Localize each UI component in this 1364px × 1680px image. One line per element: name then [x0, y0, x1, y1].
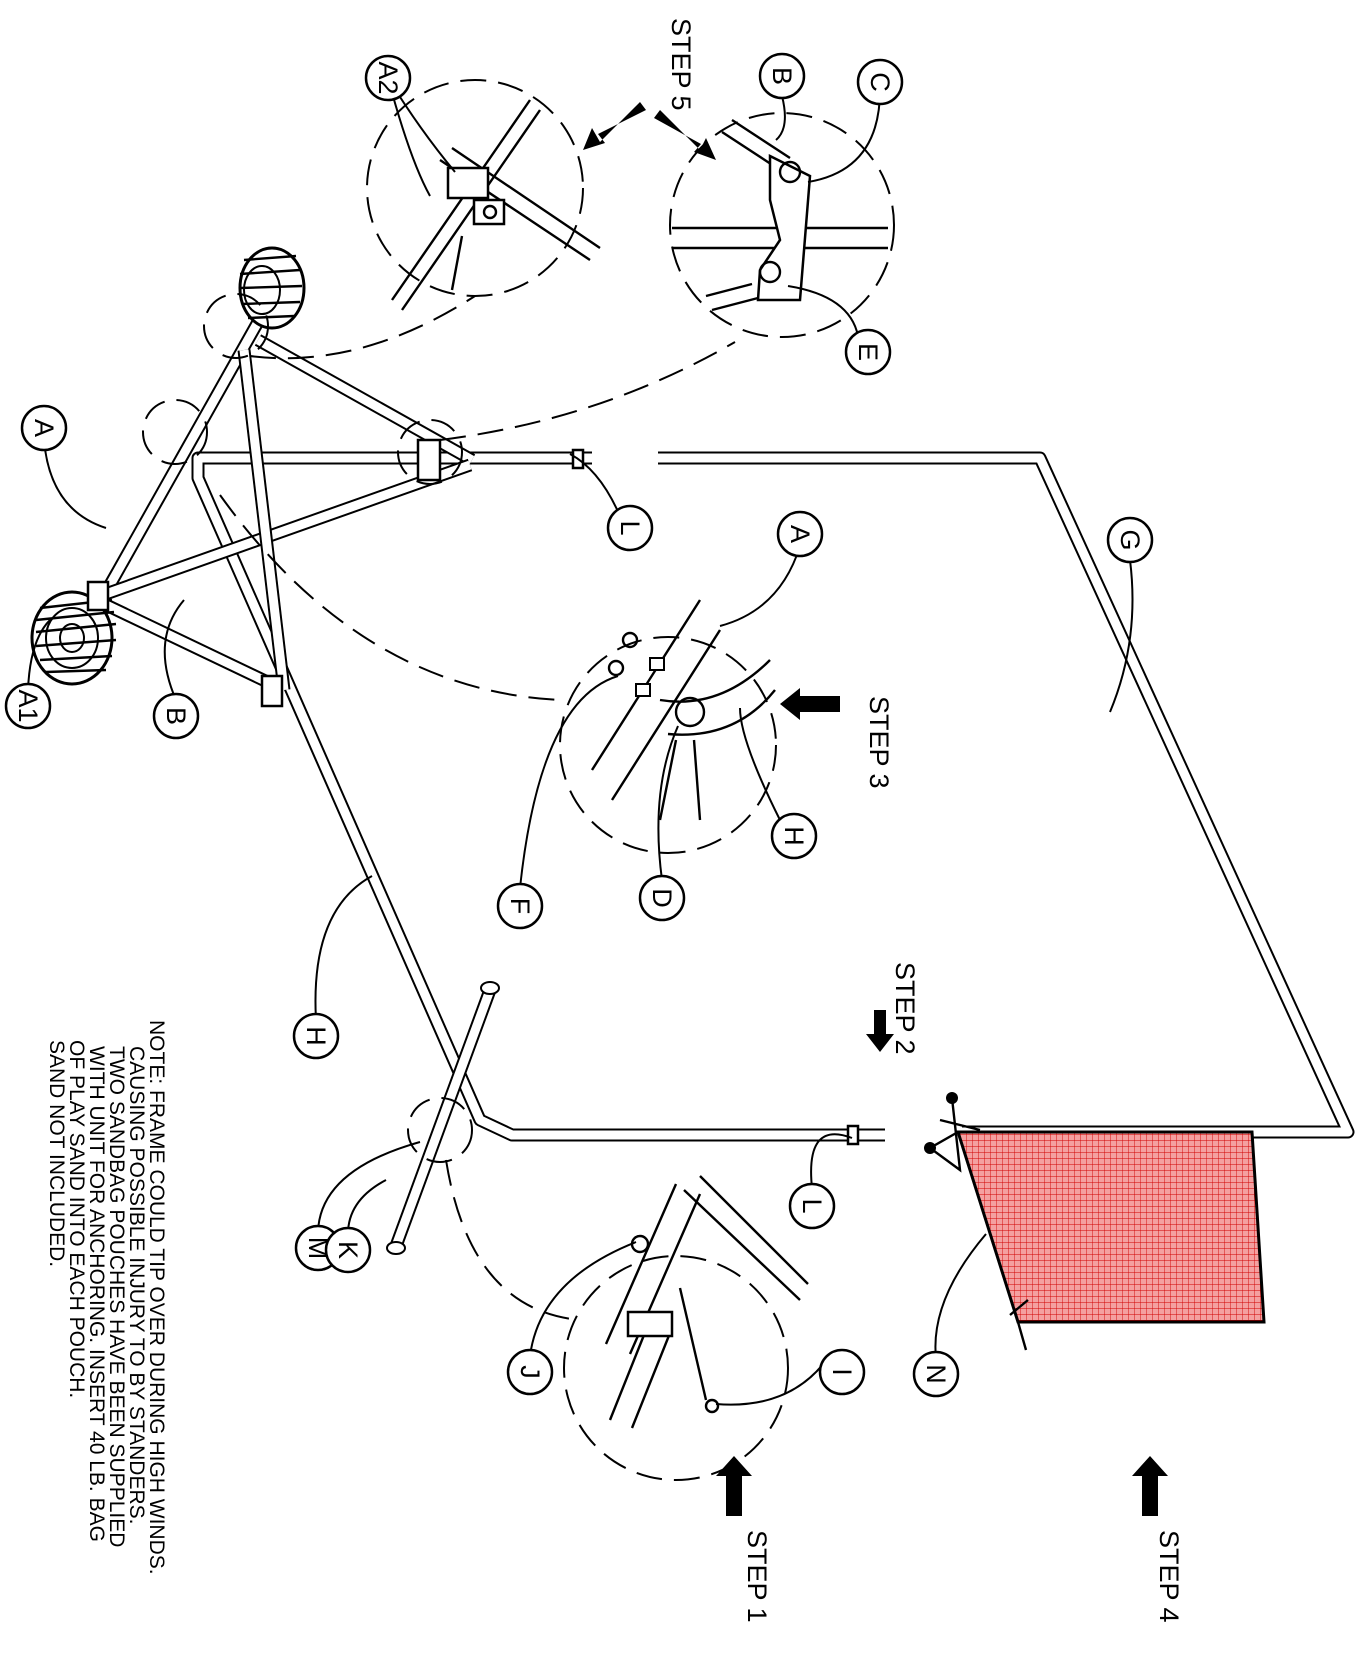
cap-l-bottom [846, 1124, 860, 1146]
callout-a-mid: A [776, 510, 824, 558]
svg-text:C: C [865, 72, 895, 92]
svg-text:D: D [647, 888, 677, 908]
note-line-1: NOTE: FRAME COULD TIP OVER DURING HIGH W… [145, 1020, 168, 1575]
svg-text:A1: A1 [13, 689, 43, 722]
svg-text:F: F [505, 898, 535, 915]
callout-a1: A1 [4, 682, 52, 730]
svg-text:H: H [779, 826, 809, 846]
svg-text:A: A [29, 419, 59, 437]
detail-bce [672, 118, 888, 312]
svg-text:B: B [767, 67, 797, 85]
svg-text:L: L [797, 1198, 827, 1213]
callout-h-left: H [292, 1012, 340, 1060]
clamp-top [416, 438, 442, 482]
callout-i: I [818, 1348, 866, 1396]
step5-label: STEP 5 [666, 18, 696, 111]
svg-text:N: N [921, 1364, 951, 1384]
pipe-h [191, 451, 885, 1142]
step3-label: STEP 3 [864, 696, 894, 789]
callout-h-mid: H [770, 812, 818, 860]
step4-label: STEP 4 [1154, 1530, 1184, 1623]
clamp-bottom [260, 674, 284, 708]
wheel-top [238, 246, 306, 330]
step2-label: STEP 2 [890, 962, 920, 1055]
crossbar-m [386, 981, 500, 1255]
svg-text:H: H [301, 1026, 331, 1046]
callout-n: N [912, 1350, 960, 1398]
svg-text:A: A [785, 525, 815, 543]
callout-b-top: B [758, 52, 806, 100]
brace-b [97, 334, 476, 694]
detail-a2 [391, 99, 601, 311]
callout-j: J [506, 1348, 554, 1396]
svg-text:I: I [827, 1368, 857, 1376]
wheel-a1 [30, 590, 117, 686]
callout-d: D [638, 874, 686, 922]
clamp-wheel [86, 580, 110, 612]
note-line-2: CAUSING POSSIBLE INJURY TO BY STANDERS. [125, 1046, 148, 1524]
note-line-6: SAND NOT INCLUDED. [45, 1040, 68, 1267]
callout-g: G [1106, 516, 1154, 564]
callout-b-left: B [152, 692, 200, 740]
arrows [583, 102, 1168, 1516]
note-line-3: TWO SANDBAG POUCHES HAVE BEEN SUPPLIED [105, 1046, 128, 1547]
svg-text:J: J [515, 1365, 545, 1379]
callout-e: E [844, 328, 892, 376]
main-frame [30, 246, 1355, 1255]
pipe-g [658, 451, 1355, 1139]
note-line-5: OF PLAY SAND INTO EACH POUCH. [65, 1040, 88, 1398]
svg-text:K: K [333, 1241, 363, 1259]
svg-text:E: E [853, 343, 883, 361]
note-line-4: WITH UNIT FOR ANCHORING. INSERT 40 LB. B… [85, 1046, 108, 1542]
callout-k: K [324, 1226, 372, 1274]
net-n [924, 1092, 1266, 1351]
callout-c: C [856, 58, 904, 106]
detail-step1 [604, 1175, 809, 1429]
svg-text:B: B [161, 707, 191, 725]
callout-f: F [496, 882, 544, 930]
callout-a-top: A [20, 404, 68, 452]
svg-text:G: G [1115, 529, 1145, 550]
svg-text:L: L [615, 520, 645, 535]
callout-l-bottom: L [788, 1182, 836, 1230]
leaders [27, 77, 1134, 1406]
svg-text:A2: A2 [373, 61, 403, 94]
base-bar-a [100, 318, 264, 596]
safety-note: NOTE: FRAME COULD TIP OVER DURING HIGH W… [45, 1020, 168, 1575]
detail-circles [142, 79, 895, 1481]
step1-label: STEP 1 [742, 1530, 772, 1623]
detail-step3 [590, 599, 776, 821]
callout-a2: A2 [364, 54, 412, 102]
callout-l-top: L [606, 504, 654, 552]
